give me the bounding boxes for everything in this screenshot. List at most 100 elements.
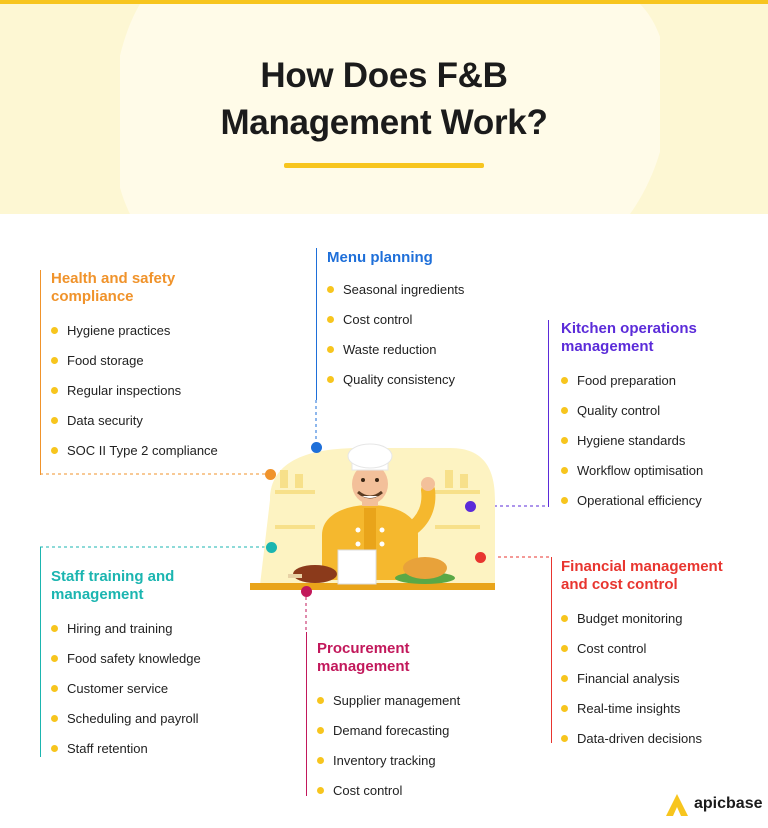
list-item: Staff retention (51, 734, 251, 764)
header-top-bar (0, 0, 768, 4)
list-item-label: Food safety knowledge (67, 651, 201, 666)
list-item: Data-driven decisions (561, 724, 766, 754)
list-item-label: Scheduling and payroll (67, 711, 199, 726)
apicbase-logo: apicbase (664, 792, 764, 820)
bullet-icon (51, 625, 58, 632)
bullet-icon (327, 286, 334, 293)
section-list: Food preparation Quality control Hygiene… (561, 366, 761, 516)
list-item: Food safety knowledge (51, 644, 251, 674)
section-title-line2: management (561, 338, 654, 355)
bullet-icon (327, 376, 334, 383)
list-item-label: Waste reduction (343, 342, 437, 357)
procurement-node (301, 586, 312, 597)
section-list: Supplier management Demand forecasting I… (317, 686, 517, 806)
bullet-icon (561, 705, 568, 712)
section-health-safety: Health and safety compliance Hygiene pra… (51, 270, 251, 466)
list-item-label: Operational efficiency (577, 493, 702, 508)
section-title-line2: management (317, 658, 410, 675)
section-title-line1: Kitchen operations (561, 320, 697, 337)
list-item: Supplier management (317, 686, 517, 716)
list-item: Demand forecasting (317, 716, 517, 746)
bullet-icon (51, 715, 58, 722)
list-item: Seasonal ingredients (327, 275, 527, 305)
bullet-icon (317, 727, 324, 734)
list-item-label: Food preparation (577, 373, 677, 388)
list-item: Regular inspections (51, 376, 251, 406)
section-title-line2: management (51, 586, 144, 603)
bullet-icon (317, 697, 324, 704)
list-item: Cost control (317, 776, 517, 806)
list-item-label: Cost control (577, 641, 647, 656)
list-item-label: Data-driven decisions (577, 731, 703, 746)
bullet-icon (51, 387, 58, 394)
bullet-icon (51, 745, 58, 752)
list-item-label: Seasonal ingredients (343, 282, 465, 297)
list-item-label: Quality consistency (343, 372, 455, 387)
bullet-icon (561, 407, 568, 414)
list-item: Customer service (51, 674, 251, 704)
list-item-label: Financial analysis (577, 671, 680, 686)
section-title-line1: Menu planning (327, 249, 433, 266)
section-list: Seasonal ingredients Cost control Waste … (327, 275, 527, 395)
list-item: Cost control (561, 634, 766, 664)
bullet-icon (561, 675, 568, 682)
list-item: SOC II Type 2 compliance (51, 436, 251, 466)
bullet-icon (561, 437, 568, 444)
section-title-line1: Procurement (317, 640, 410, 657)
apicbase-logo-icon (666, 794, 688, 816)
list-item: Operational efficiency (561, 486, 761, 516)
bullet-icon (51, 327, 58, 334)
procurement-vertical-line (306, 632, 307, 796)
bullet-icon (51, 447, 58, 454)
section-title: Financial management and cost control (561, 558, 766, 594)
section-procurement: Procurement management Supplier manageme… (317, 640, 517, 806)
section-staff-training: Staff training and management Hiring and… (51, 568, 251, 764)
list-item-label: Hygiene practices (67, 323, 171, 338)
title-underline (284, 163, 484, 168)
list-item: Hygiene practices (51, 316, 251, 346)
list-item-label: Data security (67, 413, 143, 428)
list-item: Cost control (327, 305, 527, 335)
page-title: How Does F&B Management Work? (0, 52, 768, 146)
page-title-line2: Management Work? (220, 103, 548, 142)
menu-vertical-line (316, 248, 317, 400)
list-item-label: Staff retention (67, 741, 148, 756)
list-item-label: Supplier management (333, 693, 461, 708)
list-item: Food preparation (561, 366, 761, 396)
kitchen-vertical-line (548, 320, 549, 507)
financial-node (475, 552, 486, 563)
list-item: Workflow optimisation (561, 456, 761, 486)
kitchen-node (465, 501, 476, 512)
section-financial-management: Financial management and cost control Bu… (561, 558, 766, 754)
list-item-label: Food storage (67, 353, 144, 368)
section-list: Hygiene practices Food storage Regular i… (51, 316, 251, 466)
section-title: Kitchen operations management (561, 320, 761, 356)
list-item-label: Demand forecasting (333, 723, 450, 738)
logo-text: apicbase (694, 795, 763, 812)
section-title: Staff training and management (51, 568, 251, 604)
bullet-icon (51, 417, 58, 424)
bullet-icon (51, 655, 58, 662)
list-item: Quality consistency (327, 365, 527, 395)
section-title-line1: Health and safety (51, 270, 176, 287)
list-item-label: Cost control (333, 783, 403, 798)
bullet-icon (327, 316, 334, 323)
list-item: Real-time insights (561, 694, 766, 724)
header-background-shape (120, 4, 660, 214)
section-title-line1: Staff training and (51, 568, 175, 585)
list-item-label: Workflow optimisation (577, 463, 704, 478)
bullet-icon (561, 377, 568, 384)
bullet-icon (317, 787, 324, 794)
chef-illustration (250, 443, 495, 590)
bullet-icon (51, 685, 58, 692)
page-title-line1: How Does F&B (260, 56, 508, 95)
section-title-line2: compliance (51, 288, 134, 305)
list-item: Waste reduction (327, 335, 527, 365)
header-banner: How Does F&B Management Work? (0, 0, 768, 214)
bullet-icon (51, 357, 58, 364)
list-item: Hygiene standards (561, 426, 761, 456)
list-item: Financial analysis (561, 664, 766, 694)
health-node (265, 469, 276, 480)
staff-vertical-line (40, 547, 41, 757)
list-item: Data security (51, 406, 251, 436)
